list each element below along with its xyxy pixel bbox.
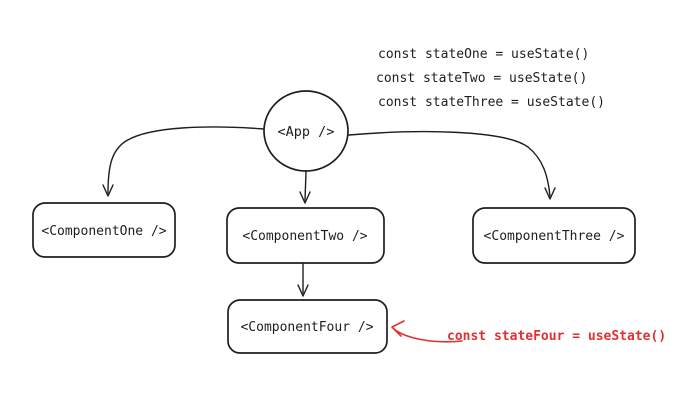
- app-node-ellipse: [263, 90, 349, 172]
- component-four-label: <ComponentFour />: [240, 320, 373, 335]
- edge-app-to-component-three: [348, 130, 551, 197]
- arrowhead-component-three: [544, 187, 556, 200]
- app-node-label: <App />: [278, 124, 335, 140]
- hook-call-state-one: const stateOne = useState(): [378, 47, 589, 62]
- component-two-label: <ComponentTwo />: [242, 229, 367, 244]
- annotation-arrow: [393, 328, 463, 343]
- component-three-label: <ComponentThree />: [484, 229, 625, 244]
- edge-app-to-component-two: [304, 171, 307, 201]
- component-four-node-box: [227, 299, 388, 354]
- hook-call-state-three: const stateThree = useState(): [378, 95, 605, 110]
- hook-call-state-two: const stateTwo = useState(): [376, 71, 587, 86]
- component-three-node-box: [472, 207, 636, 264]
- arrowhead-component-four: [297, 284, 309, 297]
- arrowhead-component-two: [299, 191, 311, 204]
- annotation-state-four-code: const stateFour = useState(): [447, 329, 666, 344]
- edge-app-to-component-one: [107, 126, 265, 194]
- component-one-node-box: [32, 202, 176, 258]
- annotation-arrowhead: [391, 320, 405, 337]
- component-one-label: <ComponentOne />: [41, 224, 166, 239]
- arrowhead-component-one: [102, 184, 114, 197]
- component-two-node-box: [226, 207, 385, 264]
